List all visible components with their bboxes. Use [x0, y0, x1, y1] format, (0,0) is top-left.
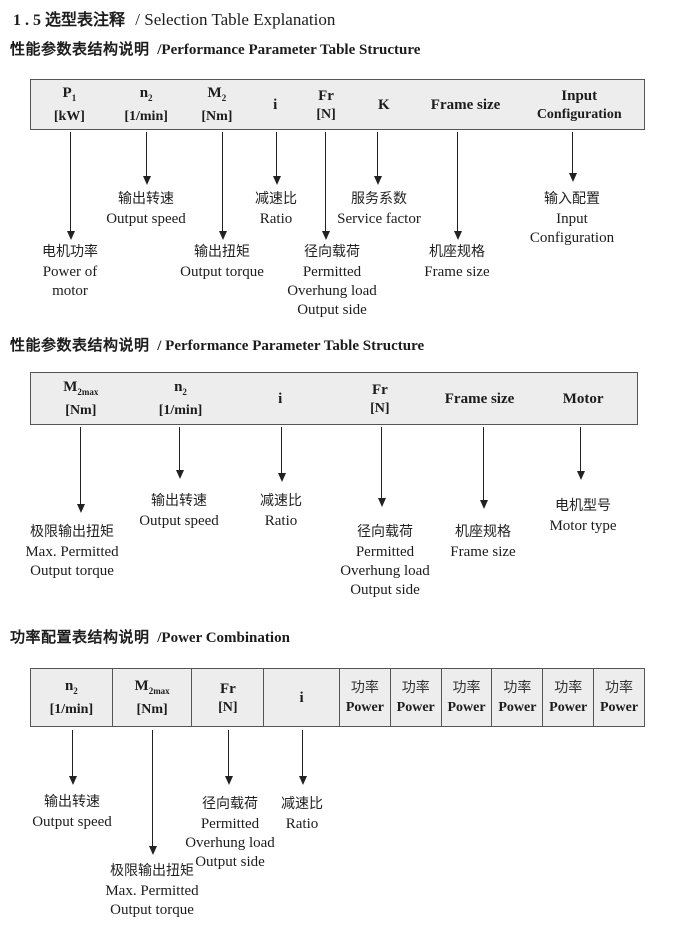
down-arrow — [272, 132, 281, 185]
callout-power-of-motor: 电机功率 Power of motor — [42, 245, 98, 299]
section-3-heading: 功率配置表结构说明 /Power Combination — [10, 630, 290, 646]
column-unit: [kW] — [53, 109, 85, 124]
column-m2max: M2max [Nm] — [111, 669, 192, 726]
column-power-5: 功率 Power — [542, 669, 593, 726]
column-power-1: 功率 Power — [338, 669, 390, 726]
column-i: i — [278, 390, 283, 407]
callout-max-output-torque: 极限输出扭矩 Max. Permitted Output torque — [25, 525, 119, 579]
column-unit: [N] — [218, 699, 238, 715]
column-n2: n2 [1/min] — [49, 678, 94, 717]
callout-output-torque: 输出扭矩 Output torque — [180, 245, 264, 280]
column-unit: [N] — [316, 106, 336, 122]
column-n2: n2 [1/min] — [124, 85, 168, 124]
down-arrow — [175, 427, 184, 479]
column-k: K — [378, 96, 390, 113]
callout-ratio: 减速比 Ratio — [260, 494, 302, 529]
performance-table-2: M2max [Nm] n2 [1/min] i Fr [N] Frame siz… — [30, 372, 638, 425]
column-i: i — [263, 669, 339, 726]
subscript: 2max — [77, 387, 99, 397]
column-unit: [Nm] — [136, 702, 168, 717]
subscript: 2 — [182, 387, 187, 397]
section-3-diagram: 输出转速 Output speed 极限输出扭矩 Max. Permitted … — [0, 727, 695, 931]
down-arrow — [321, 132, 330, 240]
down-arrow — [377, 427, 386, 507]
down-arrow — [479, 427, 488, 509]
column-unit: [N] — [370, 400, 390, 416]
callout-overhung-load: 径向载荷 Permitted Overhung load Output side — [287, 245, 377, 318]
column-frame-size: Frame size — [430, 96, 501, 113]
section-1-diagram: 电机功率 Power of motor 输出转速 Output speed 输出… — [0, 130, 695, 335]
down-arrow — [277, 427, 286, 482]
page-title: 1 . 5 选型表注释 / Selection Table Explanatio… — [13, 6, 335, 30]
column-frame-size: Frame size — [444, 390, 515, 407]
callout-motor-type: 电机型号 Motor type — [549, 499, 617, 534]
column-motor: Motor — [562, 390, 604, 407]
callout-output-speed: 输出转速 Output speed — [139, 494, 219, 529]
column-unit: [Nm] — [201, 109, 233, 124]
subscript: 2 — [221, 93, 227, 103]
subscript: 1 — [71, 93, 77, 103]
section-2-heading: 性能参数表结构说明 / Performance Parameter Table … — [10, 338, 425, 354]
callout-output-speed: 输出转速 Output speed — [106, 192, 186, 227]
callout-output-speed: 输出转速 Output speed — [32, 795, 112, 830]
column-m2: M2 [Nm] — [201, 85, 233, 124]
callout-service-factor: 服务系数 Service factor — [337, 192, 421, 227]
callout-overhung-load: 径向载荷 Permitted Overhung load Output side — [340, 525, 430, 598]
down-arrow — [66, 132, 75, 240]
column-p1: P1 [kW] — [53, 85, 85, 124]
down-arrow — [68, 730, 77, 785]
column-fr: Fr [N] — [316, 87, 336, 122]
column-power-3: 功率 Power — [440, 669, 492, 726]
column-power-6: 功率 Power — [593, 669, 644, 726]
down-arrow — [148, 730, 157, 855]
callout-frame-size: 机座规格 Frame size — [424, 245, 490, 280]
power-combination-table: n2 [1/min] M2max [Nm] Fr [N] i 功率 Power … — [30, 668, 645, 727]
column-unit: [Nm] — [65, 403, 97, 418]
subscript: 2max — [148, 686, 170, 696]
section-2-diagram: 极限输出扭矩 Max. Permitted Output torque 输出转速… — [0, 425, 695, 615]
down-arrow — [142, 132, 151, 185]
callout-max-output-torque: 极限输出扭矩 Max. Permitted Output torque — [105, 864, 199, 918]
column-fr: Fr [N] — [370, 381, 390, 416]
callout-frame-size: 机座规格 Frame size — [450, 525, 516, 560]
down-arrow — [568, 132, 577, 182]
subscript: 2 — [148, 93, 153, 103]
callout-input-configuration: 输入配置 Input Configuration — [529, 192, 615, 246]
down-arrow — [76, 427, 85, 513]
subscript: 2 — [73, 686, 78, 696]
page-title-cn: 1 . 5 选型表注释 — [13, 12, 126, 29]
down-arrow — [453, 132, 462, 240]
column-i: i — [273, 96, 278, 113]
down-arrow — [298, 730, 307, 785]
column-power-2: 功率 Power — [389, 669, 441, 726]
callout-ratio: 减速比 Ratio — [281, 797, 323, 832]
column-n2: n2 [1/min] — [158, 379, 203, 418]
callout-overhung-load: 径向载荷 Permitted Overhung load Output side — [185, 797, 275, 870]
down-arrow — [373, 132, 382, 185]
column-unit: [1/min] — [158, 403, 203, 418]
performance-table-1: P1 [kW] n2 [1/min] M2 [Nm] i Fr [N] K Fr… — [30, 79, 645, 130]
down-arrow — [218, 132, 227, 240]
column-input-configuration: Input Configuration — [536, 87, 622, 122]
down-arrow — [576, 427, 585, 480]
column-unit: [1/min] — [124, 109, 168, 124]
column-fr: Fr [N] — [191, 669, 263, 726]
column-m2max: M2max [Nm] — [63, 379, 99, 418]
page-title-en: / Selection Table Explanation — [135, 10, 336, 29]
callout-ratio: 减速比 Ratio — [255, 192, 297, 227]
section-1-heading: 性能参数表结构说明 /Performance Parameter Table S… — [10, 42, 421, 58]
column-unit: [1/min] — [49, 702, 94, 717]
down-arrow — [224, 730, 233, 785]
column-power-4: 功率 Power — [491, 669, 542, 726]
